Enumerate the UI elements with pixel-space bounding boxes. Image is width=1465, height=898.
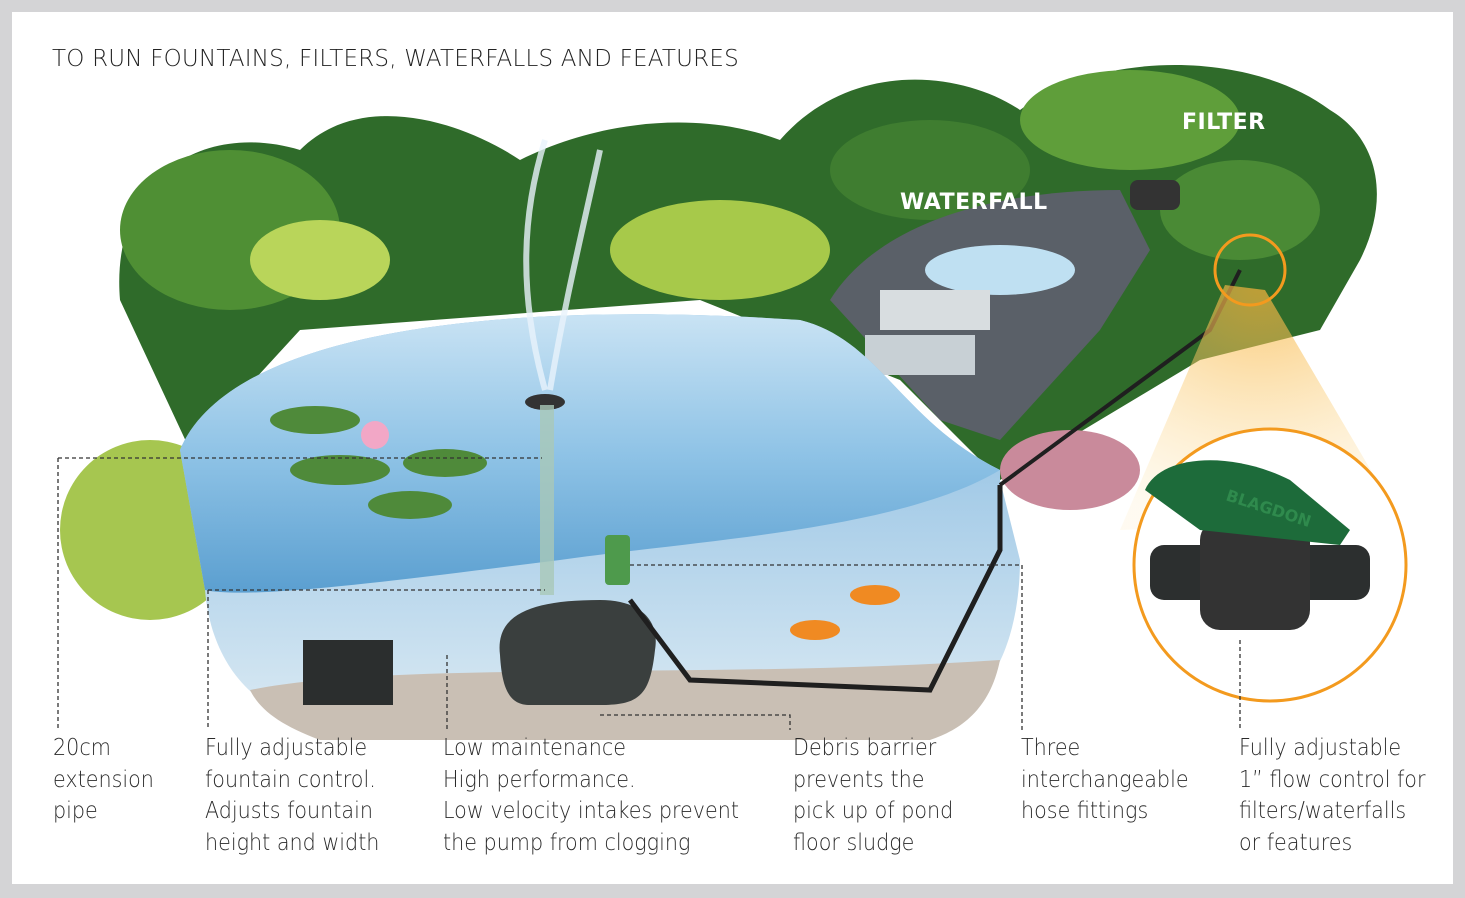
waterfall-tag: WATERFALL [900,190,1048,215]
diagram-title: TO RUN FOUNTAINS, FILTERS, WATERFALLS AN… [52,46,739,72]
pump [499,269,1242,705]
waterfall [830,180,1180,440]
fountain [523,139,630,595]
filter-tag: FILTER [1182,110,1266,135]
valve-callout: BLAGDON [1120,233,1408,703]
water-lilies [270,406,487,705]
leader-lines [57,457,1241,730]
pond [180,314,1020,740]
goldfish [790,585,900,640]
